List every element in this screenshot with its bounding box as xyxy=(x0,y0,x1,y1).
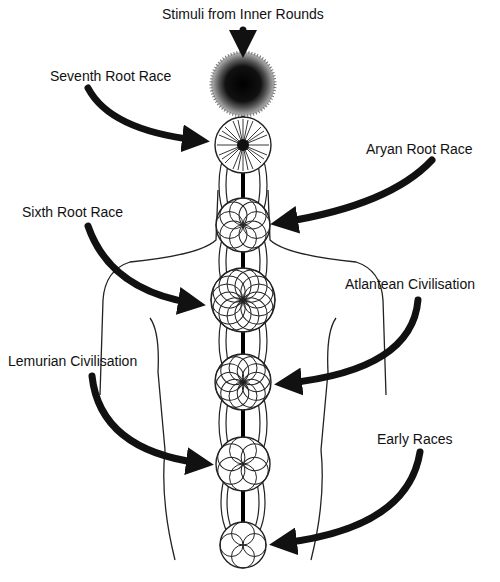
pointer-arrow xyxy=(288,300,418,383)
petal xyxy=(215,374,254,413)
ray xyxy=(233,121,253,169)
pointer-arrow xyxy=(240,30,247,44)
brow-chakra xyxy=(215,117,271,173)
crown-chakra-rim xyxy=(211,52,275,116)
petal xyxy=(214,196,252,234)
race-label: Aryan Root Race xyxy=(366,141,473,157)
petal xyxy=(215,351,254,390)
petal xyxy=(213,264,257,308)
ray xyxy=(233,121,253,169)
brow-rays xyxy=(217,119,269,171)
solar-chakra xyxy=(212,351,274,413)
ray xyxy=(225,127,261,163)
crown-chakra xyxy=(211,52,275,116)
heart-chakra xyxy=(207,264,278,335)
race-label: Lemurian Civilisation xyxy=(8,353,137,369)
pointer-arrow xyxy=(88,88,196,140)
petal xyxy=(212,369,247,404)
root-chakra xyxy=(220,522,266,568)
pointer-arrow xyxy=(283,452,420,543)
brow-chakra xyxy=(215,117,271,173)
ray xyxy=(222,131,264,159)
root-chakra xyxy=(220,522,266,568)
ray xyxy=(238,120,248,170)
race-label: Early Races xyxy=(377,431,452,447)
petal xyxy=(213,439,250,476)
body-outline xyxy=(150,318,175,560)
body-outline xyxy=(311,318,336,560)
race-label: Sixth Root Race xyxy=(22,204,123,220)
ray xyxy=(219,135,267,155)
petal xyxy=(207,270,251,314)
petal xyxy=(229,354,257,382)
sacral-chakra xyxy=(213,437,273,491)
petal xyxy=(220,534,243,557)
petal xyxy=(232,545,255,568)
petal xyxy=(229,382,257,410)
race-label: Atlantean Civilisation xyxy=(345,276,475,292)
petal xyxy=(232,522,255,545)
pointer-arrow xyxy=(88,226,192,303)
ray xyxy=(225,127,261,163)
pointer-arrow xyxy=(284,160,432,222)
ray xyxy=(222,131,264,159)
race-label: Seventh Root Race xyxy=(50,68,171,84)
petal xyxy=(243,534,266,557)
brow-core xyxy=(237,139,249,151)
pointer-arrow xyxy=(92,376,200,463)
throat-chakra xyxy=(214,196,271,253)
race-label: Stimuli from Inner Rounds xyxy=(162,6,324,22)
petal xyxy=(212,360,247,395)
ray xyxy=(219,135,267,155)
ray xyxy=(238,120,248,170)
